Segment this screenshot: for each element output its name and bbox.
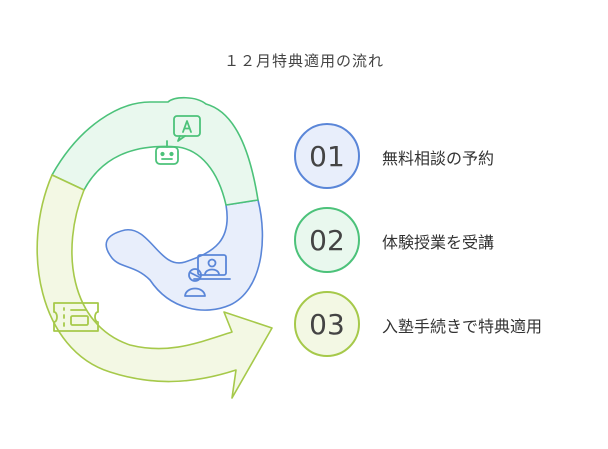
translate-robot-icon — [155, 115, 201, 165]
step-01-number: 01 — [294, 123, 360, 189]
page-title: １２月特典適用の流れ — [223, 52, 384, 70]
step-02-label: 体験授業を受講 — [382, 233, 495, 252]
step-03-number: 03 — [294, 291, 360, 357]
step-02-number: 02 — [294, 207, 360, 273]
online-lesson-icon — [184, 254, 231, 297]
step-01-label: 無料相談の予約 — [382, 149, 495, 168]
cycle-segment-trial — [51, 96, 259, 206]
ticket-icon — [53, 302, 99, 332]
step-03-label: 入塾手続きで特典適用 — [382, 317, 543, 336]
cycle-segment-reservation — [105, 199, 264, 311]
